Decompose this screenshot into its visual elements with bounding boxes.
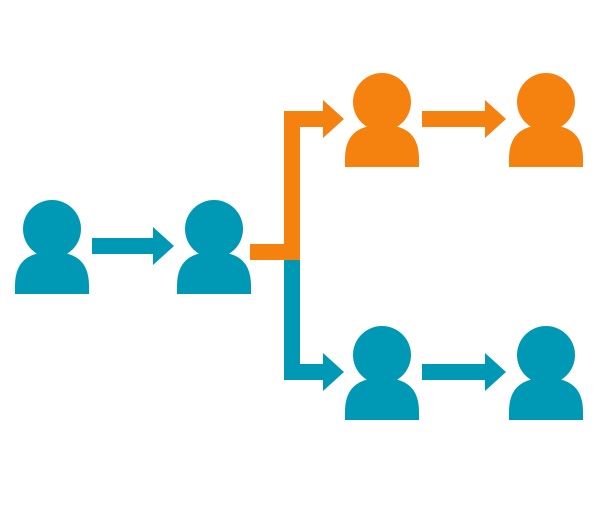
arrow-p5-p6 xyxy=(422,353,506,391)
person-body xyxy=(345,125,419,167)
connector-segment xyxy=(284,111,300,260)
person-icon xyxy=(177,200,251,294)
person-body xyxy=(509,125,583,167)
arrow-p1-p2 xyxy=(92,227,174,265)
person-icon xyxy=(345,326,419,420)
person-head xyxy=(353,326,411,384)
arrowhead xyxy=(284,353,344,391)
arrowhead xyxy=(284,100,344,138)
person-body xyxy=(177,252,251,294)
person-head xyxy=(23,200,81,258)
person-icon xyxy=(15,200,89,294)
arrow-p2-p3 xyxy=(250,100,344,260)
person-head xyxy=(185,200,243,258)
person-body xyxy=(509,378,583,420)
person-head xyxy=(353,73,411,131)
person-icon xyxy=(509,326,583,420)
person-body xyxy=(15,252,89,294)
person-icon xyxy=(509,73,583,167)
connector-segment xyxy=(284,244,300,380)
people xyxy=(15,73,583,420)
person-body xyxy=(345,378,419,420)
person-head xyxy=(517,73,575,131)
person-icon xyxy=(345,73,419,167)
arrow-p3-p4 xyxy=(422,100,506,138)
connectors xyxy=(92,100,506,391)
person-head xyxy=(517,326,575,384)
